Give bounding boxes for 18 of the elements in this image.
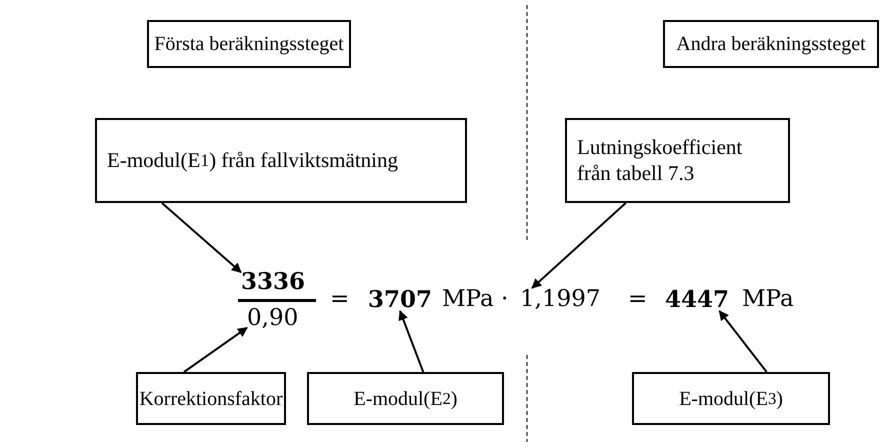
formula-value: 1,1997 [520,288,600,311]
formula-value: 3707 [368,288,432,311]
arrow [718,310,768,373]
numerator: 3336 [241,270,306,293]
step-heading-box: Andra beräkningssteget [663,20,879,68]
formula-text: MPa [742,288,794,311]
formula-text: MPa · [442,288,508,311]
formula-text: = [628,288,648,311]
denominator: 0,90 [247,307,298,330]
arrow [531,202,626,289]
formula-text: = [330,288,350,311]
arrow [161,202,242,274]
arrow [183,326,248,373]
callout-box: Korrektionsfaktor [136,372,286,425]
arrow [398,310,424,372]
step-heading-box: Första beräkningssteget [147,20,351,68]
callout-box: Lutningskoefficient från tabell 7.3 [565,118,790,203]
formula-value: 4447 [665,288,730,311]
